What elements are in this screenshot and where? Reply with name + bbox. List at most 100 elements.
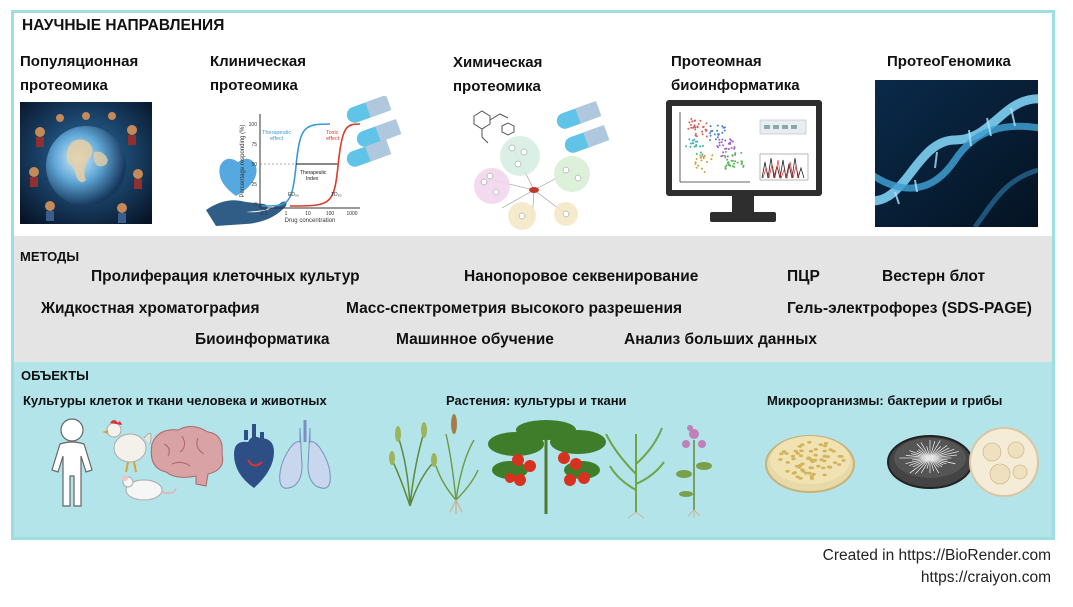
method-big-data: Анализ больших данных [624, 331, 818, 348]
scatter-dot [694, 140, 697, 143]
scatter-dot [694, 134, 697, 137]
bacteria-colony [822, 449, 827, 453]
scatter-dot [697, 164, 700, 167]
method-cell-proliferation: Пролиферация клеточных культур [91, 268, 360, 285]
scatter-dot [693, 119, 696, 122]
bacteria-colony [781, 450, 787, 454]
heart-icon [234, 424, 274, 488]
fungi-hypha [929, 446, 942, 459]
scatter-dot [692, 142, 695, 145]
scatter-dot [702, 125, 705, 128]
methods-title: МЕТОДЫ [20, 249, 80, 264]
fungi-hypha [915, 457, 931, 475]
xtick-1000: 1000 [346, 211, 357, 217]
scatter-dot [696, 126, 699, 129]
scatter-dot [700, 151, 702, 154]
bacteria-colony [808, 449, 814, 453]
bacteria-colony [808, 466, 813, 470]
bacteria-colony [798, 463, 803, 467]
bacteria-colony [809, 458, 814, 462]
scatter-dot [736, 161, 739, 164]
bacteria-colony [785, 461, 790, 464]
scatter-dot [734, 160, 737, 163]
bacteria-colony [790, 454, 796, 458]
scatter-dot [689, 145, 692, 148]
scatter-dot [709, 132, 711, 135]
mouse-icon [122, 475, 177, 501]
scatter-dot [730, 147, 733, 149]
bacteria-colony [841, 459, 846, 462]
bacteria-colony [825, 455, 830, 459]
ed50-label: ED₅₀ [288, 192, 299, 198]
scatter-dot [700, 159, 703, 162]
fungi-petri-dish-icon [887, 427, 1039, 497]
scatter-dot [724, 139, 727, 142]
bacteria-colony [795, 475, 800, 479]
scatter-dot [695, 144, 698, 146]
bacteria-colony [822, 444, 828, 448]
toxic-curve [289, 123, 361, 207]
scatter-dot [731, 154, 734, 156]
globe-people-illustration [20, 102, 152, 224]
scatter-dot [690, 118, 693, 120]
fungi-hypha [918, 449, 931, 459]
fungi-hypha [929, 457, 940, 468]
scatter-dot [709, 134, 712, 137]
scatter-dot [701, 130, 704, 133]
fungi-hypha [929, 454, 958, 459]
scatter-dot [695, 158, 698, 160]
fungi-hypha [916, 443, 931, 459]
scatter-dot [694, 132, 697, 135]
fungi-hypha [929, 451, 959, 459]
scatter-dot [733, 147, 736, 150]
bacteria-colony [800, 468, 805, 472]
direction-label-clinical: Клиническая протеомика [210, 53, 306, 94]
scatter-dot [721, 154, 724, 157]
scatter-dot [699, 119, 702, 122]
microorganism-icons [764, 412, 1044, 508]
scatter-dot [710, 158, 713, 161]
scatter-dot [685, 145, 688, 148]
bacteria-colony [818, 443, 823, 447]
scatter-dot [728, 141, 731, 144]
scatter-dot [702, 144, 704, 147]
scatter-dot [724, 165, 727, 168]
scatter-dot [740, 151, 743, 154]
scatter-dot [694, 163, 697, 165]
bacteria-colony [793, 449, 798, 453]
fungi-hypha [909, 457, 931, 474]
capsules-icon [346, 96, 402, 167]
scatter-dot [705, 122, 708, 125]
scatter-dot [723, 126, 726, 129]
fungi-hypha [929, 457, 940, 474]
object-category-plants: Растения: культуры и ткани [446, 393, 627, 408]
bacteria-colony [804, 471, 809, 475]
brain-icon [150, 426, 224, 487]
scatter-dot [731, 165, 734, 168]
fungi-hypha [920, 457, 931, 474]
scatter-dot [726, 155, 729, 158]
scatter-dot [711, 154, 714, 157]
scatter-dot [721, 125, 724, 128]
scatter-dot [721, 138, 724, 141]
bacteria-colony [823, 442, 829, 445]
scatter-dot [711, 129, 714, 132]
wheat-plant-icon [389, 422, 437, 507]
scatter-dot [716, 124, 719, 127]
scatter-dot [718, 138, 721, 141]
scatter-dot [701, 153, 704, 156]
fungi-hypha [926, 446, 931, 459]
fungi-hypha [909, 457, 931, 466]
object-category-microorganisms: Микроорганизмы: бактерии и грибы [767, 393, 1003, 408]
direction-label-chemical: Химическая протеомика [453, 54, 543, 95]
scatter-dot [693, 138, 696, 141]
scatter-dot [740, 163, 743, 165]
lungs-icon [279, 420, 331, 489]
bacteria-colony [779, 452, 784, 456]
scatter-dot [697, 123, 700, 125]
rooster-icon [102, 420, 152, 473]
scatter-dot [731, 140, 734, 143]
scatter-dot [729, 138, 732, 141]
td50-label: TD₅₀ [331, 192, 342, 198]
bacteria-colony [784, 452, 789, 455]
